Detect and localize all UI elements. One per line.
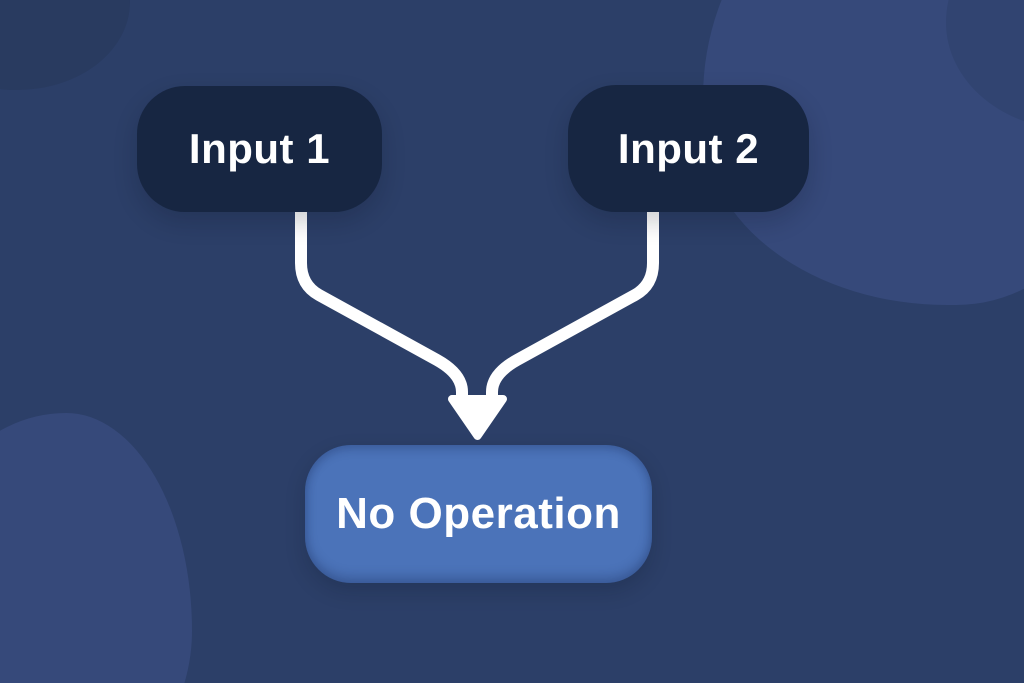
node-no-operation-label: No Operation — [336, 489, 621, 538]
node-input-1-label: Input 1 — [188, 125, 331, 172]
connector-input1-to-noop — [295, 205, 468, 401]
merge-arrowhead-icon — [448, 395, 507, 440]
node-input-1: Input 1 — [137, 86, 382, 212]
connector-input2-to-noop — [486, 205, 659, 401]
node-input-2-label: Input 2 — [617, 124, 760, 172]
node-input-2: Input 2 — [568, 85, 809, 212]
node-no-operation: No Operation — [305, 445, 652, 583]
